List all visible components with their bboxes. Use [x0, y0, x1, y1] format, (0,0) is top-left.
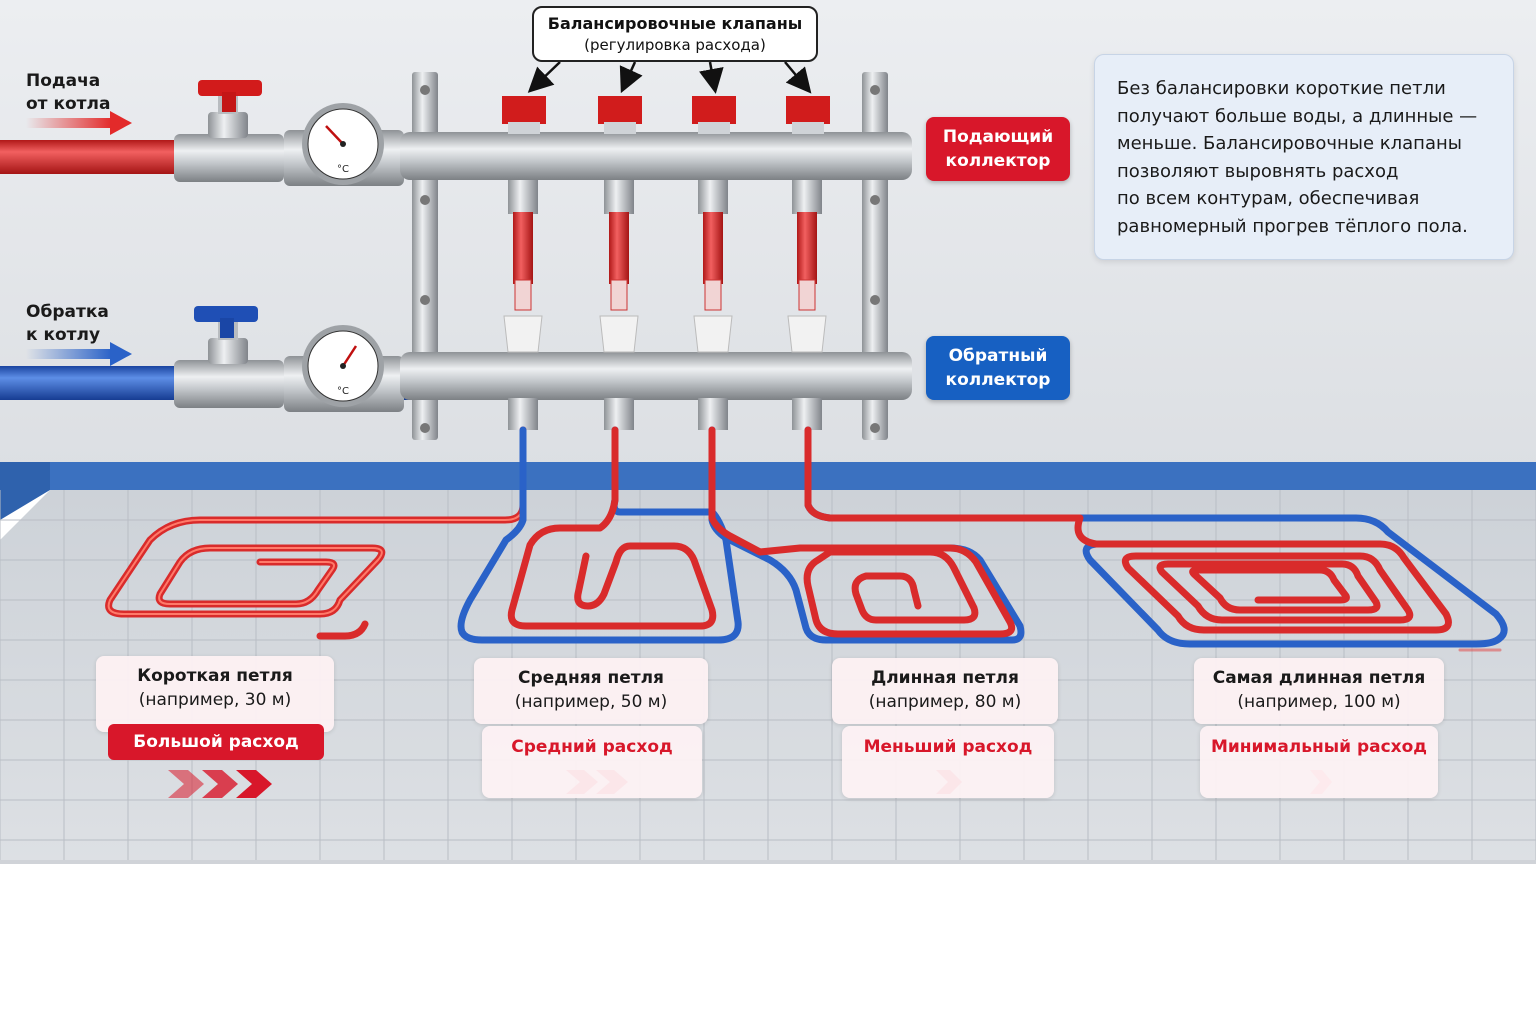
balancing-valves-callout: Балансировочные клапаны (регулировка рас… — [532, 6, 818, 62]
return-manifold-bar — [400, 352, 912, 400]
callout-title: Балансировочные клапаны — [547, 14, 803, 33]
loop-length: (например, 100 м) — [1237, 692, 1401, 712]
gauge-unit-label: °C — [337, 386, 349, 397]
chevrons-short — [168, 770, 272, 798]
loop-long-supply — [708, 426, 1016, 638]
return-ball-valve — [174, 306, 284, 408]
supply-gauge-icon: °C — [284, 103, 404, 186]
loop-medium-return — [457, 426, 742, 644]
valve-handle-icon — [194, 306, 258, 322]
supply-ball-valve — [174, 80, 284, 182]
loop-length: (например, 50 м) — [514, 692, 668, 712]
chevron-right-icon — [236, 770, 272, 798]
loop-name: Длинная петля — [871, 668, 1019, 688]
loop-length: (например, 80 м) — [868, 692, 1022, 712]
flow-label: Средний расход — [511, 737, 673, 757]
loop-card-short: Короткая петля (например, 30 м) — [96, 656, 334, 732]
loop-card-long: Длинная петля (например, 80 м) — [832, 658, 1058, 724]
return-out-label: Обратка к котлу — [26, 302, 109, 345]
supply-in-label: Подача от котла — [26, 71, 111, 114]
return-arrow-icon — [26, 349, 112, 359]
loop-name: Короткая петля — [137, 666, 293, 686]
loop-longest-supply — [804, 426, 1452, 634]
chevron-right-icon — [168, 770, 204, 798]
loop-short-return — [316, 620, 369, 640]
flow-card-long: Меньший расход — [842, 726, 1054, 798]
flow-label: Меньший расход — [863, 737, 1033, 757]
gauge-unit-label: °C — [337, 164, 349, 175]
baseboard — [0, 462, 1536, 490]
flow-card-medium: Средний расход — [482, 726, 702, 798]
supply-manifold-bar — [400, 132, 912, 180]
loop-name: Самая длинная петля — [1212, 668, 1426, 688]
supply-arrow-icon — [26, 118, 112, 128]
loop-card-medium: Средняя петля (например, 50 м) — [474, 658, 708, 724]
info-box: Без балансировки короткие петли получают… — [1094, 54, 1514, 260]
floor-edge — [0, 860, 1536, 864]
flow-badge-short: Большой расход — [108, 724, 324, 760]
flow-card-longest: Минимальный расход — [1200, 726, 1438, 798]
manifold-risers — [502, 96, 830, 353]
return-gauge-icon: °C — [284, 325, 404, 412]
loop-long-return — [708, 426, 1025, 644]
flow-label: Минимальный расход — [1210, 737, 1428, 757]
floor-loops — [105, 426, 1508, 652]
valve-handle-icon — [198, 80, 262, 96]
loop-name: Средняя петля — [518, 668, 664, 688]
chevron-right-icon — [202, 770, 238, 798]
return-outlet-fittings — [508, 398, 822, 430]
loop-length: (например, 30 м) — [138, 690, 292, 710]
callout-arrows — [527, 61, 812, 94]
loop-card-longest: Самая длинная петля (например, 100 м) — [1194, 658, 1444, 724]
callout-subtitle: (регулировка расхода) — [584, 36, 766, 54]
loop-medium-supply — [507, 426, 717, 630]
